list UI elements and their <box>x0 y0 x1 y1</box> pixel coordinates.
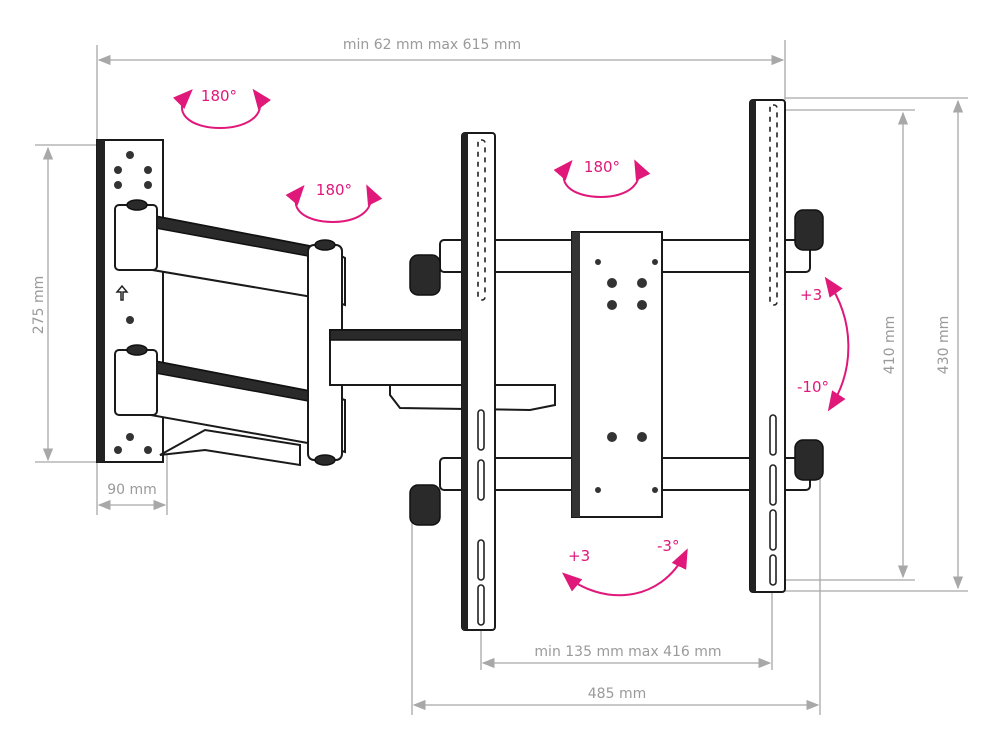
arm-swivel-label: 180° <box>316 181 352 199</box>
total-width-dimension: 485 mm <box>588 686 646 702</box>
level-plus-label: +3 <box>568 547 590 565</box>
vesa-horizontal-dimension: min 135 mm max 416 mm <box>534 644 721 660</box>
swing-arms <box>114 199 556 467</box>
rotation-indicators <box>173 88 850 597</box>
vesa-vertical-inner-dimension: 410 mm <box>882 316 898 374</box>
up-arrow-icon <box>115 284 129 301</box>
vesa-vertical-outer-dimension: 430 mm <box>936 316 952 374</box>
level-minus-label: -3° <box>657 537 679 555</box>
tilt-down-label: -10° <box>797 378 829 396</box>
wall-plate-width-dimension: 90 mm <box>107 482 157 498</box>
wall-plate-height-dimension: 275 mm <box>31 276 47 334</box>
head-swivel-label: 180° <box>584 158 620 176</box>
dimension-lines <box>35 40 968 715</box>
tilt-up-label: +3 <box>800 286 822 304</box>
tv-bracket <box>409 99 824 631</box>
extension-dimension: min 62 mm max 615 mm <box>343 37 521 53</box>
wall-swivel-label: 180° <box>201 87 237 105</box>
